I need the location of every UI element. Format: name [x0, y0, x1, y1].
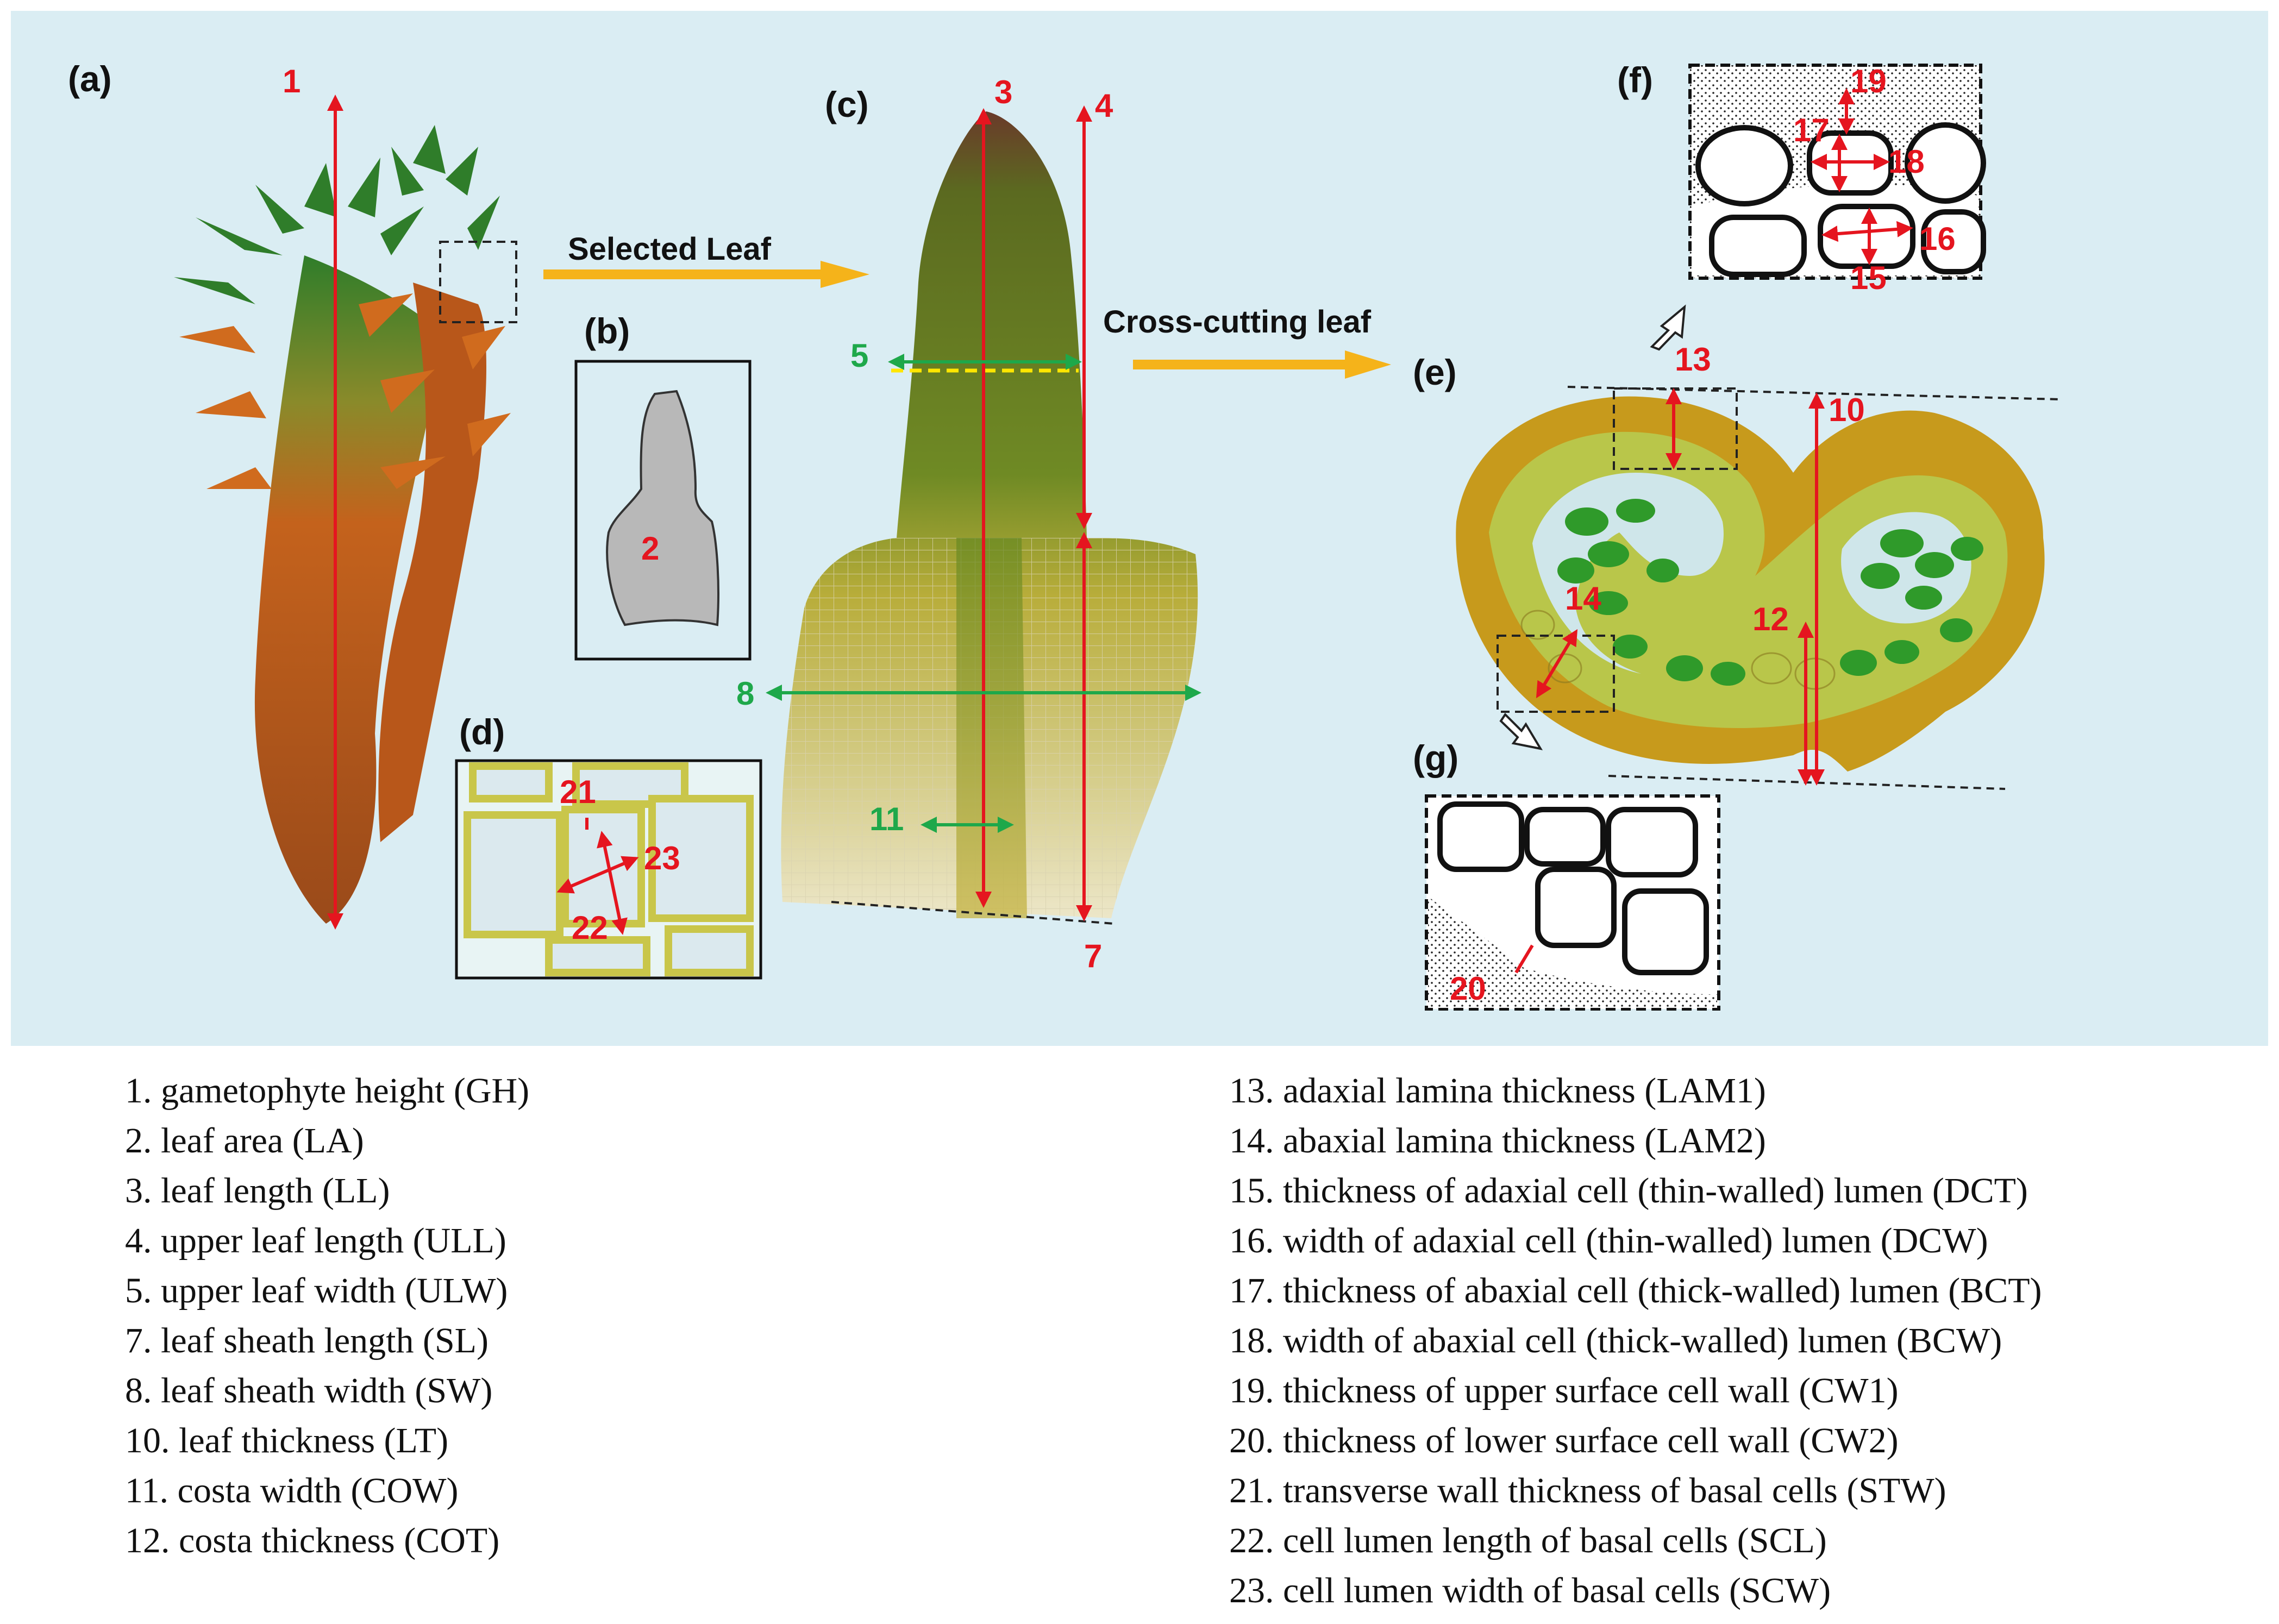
marker-15: 15 — [1850, 260, 1887, 296]
panel-label-b: (b) — [584, 311, 630, 351]
legend-item: 18. width of abaxial cell (thick-walled)… — [1229, 1321, 2002, 1360]
legend-item: 13. adaxial lamina thickness (LAM1) — [1229, 1071, 1766, 1111]
legend-item: 21. transverse wall thickness of basal c… — [1229, 1471, 1946, 1510]
marker-8: 8 — [736, 675, 754, 712]
zoom-box-selected-leaf — [439, 241, 517, 323]
legend-item: 17. thickness of abaxial cell (thick-wal… — [1229, 1271, 2042, 1311]
marker-11: 11 — [869, 801, 904, 837]
arrow-cross-cutting — [1133, 350, 1391, 379]
legend-item: 3. leaf length (LL) — [125, 1171, 390, 1211]
panel-label-e: (e) — [1413, 352, 1457, 392]
marker-18: 18 — [1888, 143, 1925, 180]
measure-line-23 — [556, 856, 639, 894]
legend-item: 20. thickness of lower surface cell wall… — [1229, 1421, 1899, 1460]
legend-item: 1. gametophyte height (GH) — [125, 1071, 530, 1111]
measure-line-16 — [1821, 221, 1913, 242]
leaf-base-dashed-line — [831, 901, 1115, 925]
arrow-label-selected-leaf: Selected Leaf — [568, 231, 772, 267]
marker-20: 20 — [1450, 970, 1486, 1007]
legend-item: 19. thickness of upper surface cell wall… — [1229, 1371, 1899, 1410]
leaf-outline-silhouette — [606, 390, 719, 626]
legend-right-list: 13. adaxial lamina thickness (LAM1) 14. a… — [1229, 1066, 2042, 1616]
legend-item: 2. leaf area (LA) — [125, 1121, 364, 1161]
cross-section-micrograph — [1456, 396, 2045, 772]
legend-item: 22. cell lumen length of basal cells (SC… — [1229, 1521, 1827, 1560]
marker-21: 21 — [560, 774, 596, 810]
marker-3: 3 — [994, 74, 1012, 110]
legend-item: 5. upper leaf width (ULW) — [125, 1271, 508, 1311]
marker-7: 7 — [1084, 938, 1102, 974]
legend-item: 8. leaf sheath width (SW) — [125, 1371, 493, 1410]
pointer-arrow-to-g — [1499, 712, 1543, 750]
marker-1: 1 — [283, 63, 300, 99]
marker-2: 2 — [641, 530, 659, 567]
panel-label-a: (a) — [68, 59, 112, 99]
leaf-costa — [956, 538, 1027, 918]
arrow-label-cross-cutting: Cross-cutting leaf — [1103, 304, 1372, 340]
marker-19: 19 — [1850, 63, 1887, 99]
marker-4: 4 — [1095, 87, 1113, 124]
moss-plant-illustration — [174, 125, 511, 924]
marker-22: 22 — [572, 910, 608, 946]
legend-item: 4. upper leaf length (ULL) — [125, 1221, 506, 1261]
legend-item: 11. costa width (COW) — [125, 1471, 459, 1510]
legend-item: 16. width of adaxial cell (thin-walled) … — [1229, 1221, 1988, 1261]
legend-item: 23. cell lumen width of basal cells (SCW… — [1229, 1571, 1831, 1610]
panel-label-g: (g) — [1413, 738, 1458, 778]
pointer-arrow-to-f — [1650, 304, 1686, 351]
marker-16: 16 — [1919, 221, 1956, 257]
panel-label-c: (c) — [825, 84, 869, 124]
legend-item: 10. leaf thickness (LT) — [125, 1421, 449, 1460]
measure-line-14 — [1536, 629, 1578, 699]
legend-left-list: 1. gametophyte height (GH) 2. leaf area (… — [125, 1066, 529, 1566]
marker-17: 17 — [1793, 112, 1830, 148]
abaxial-cells-drawing — [1425, 794, 1720, 1011]
marker-14: 14 — [1565, 580, 1601, 617]
legend-item: 7. leaf sheath length (SL) — [125, 1321, 489, 1360]
marker-12: 12 — [1752, 601, 1789, 637]
basal-cells-micrograph — [455, 759, 762, 980]
legend-item: 12. costa thickness (COT) — [125, 1521, 500, 1560]
legend-item: 14. abaxial lamina thickness (LAM2) — [1229, 1121, 1766, 1161]
marker-23: 23 — [644, 840, 680, 876]
panel-label-f: (f) — [1617, 60, 1653, 100]
legend-item: 15. thickness of adaxial cell (thin-wall… — [1229, 1171, 2028, 1211]
marker-13: 13 — [1675, 341, 1711, 378]
marker-5: 5 — [850, 337, 868, 374]
measure-line-20 — [1514, 944, 1534, 974]
arrow-selected-leaf — [543, 261, 869, 288]
marker-10: 10 — [1829, 392, 1865, 428]
panel-label-d: (d) — [459, 712, 505, 752]
